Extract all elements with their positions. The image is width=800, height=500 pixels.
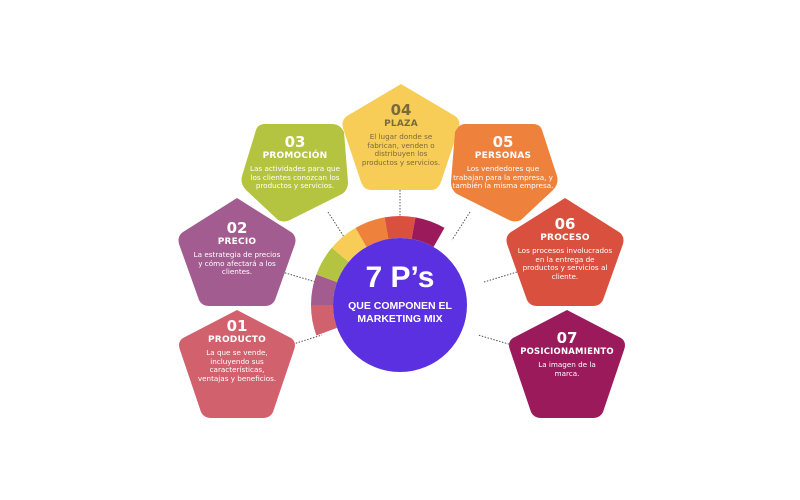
center-subtitle-line2: MARKETING MIX (357, 313, 443, 325)
pentagon-shape (179, 310, 295, 418)
item-number: 02 (226, 219, 248, 237)
pentagon-shape (342, 84, 460, 190)
item-description: La estrategia de precios y cómo afectará… (193, 250, 281, 277)
pentagon-shape (506, 198, 624, 306)
pentagon-shape (178, 198, 296, 306)
item-description: La imagen de la marca. (538, 360, 596, 378)
item-number: 03 (284, 133, 306, 151)
item-number: 07 (556, 329, 578, 347)
item-title: PERSONAS (474, 151, 532, 161)
item-title: PRECIO (217, 237, 257, 247)
item-number: 05 (492, 133, 514, 151)
item-title: POSICIONAMIENTO (520, 347, 614, 357)
item-title: PLAZA (384, 119, 418, 129)
ring-segment-02 (311, 274, 338, 305)
ring-segment-05 (355, 217, 389, 247)
pentagon-shape (451, 124, 558, 222)
p-card-posicionamiento: 07 POSICIONAMIENTO La imagen de la marca… (507, 308, 627, 420)
p-card-precio: 02 PRECIO La estrategia de precios y cóm… (177, 196, 297, 308)
item-title: PROMOCIÓN (262, 151, 328, 161)
ring-segment-01 (311, 305, 338, 336)
item-title: PRODUCTO (208, 335, 266, 345)
item-title: PROCESO (540, 233, 590, 243)
item-description: Los vendedores que trabajan para la empr… (452, 164, 554, 191)
item-number: 01 (226, 317, 248, 335)
item-description: Las actividades para que los clientes co… (250, 164, 340, 191)
item-description: La que se vende, incluyendo sus caracter… (197, 348, 277, 383)
ring-segment-06 (384, 216, 416, 240)
p-card-promocion: 03 PROMOCIÓN Las actividades para que lo… (240, 122, 350, 234)
item-number: 06 (554, 215, 576, 233)
center-circle (333, 238, 467, 372)
p-card-plaza: 04 PLAZA El lugar donde se fabrican, ven… (341, 82, 461, 194)
ring-segment-07 (411, 217, 445, 247)
center-subtitle: QUE COMPONEN EL MARKETING MIX (333, 300, 467, 326)
p-card-proceso: 06 PROCESO Los procesos involucrados en … (505, 196, 625, 308)
ring-segment-04 (331, 227, 367, 262)
ring-segment-03 (316, 247, 349, 283)
center-title: 7 P’s (365, 261, 435, 294)
p-card-personas: 05 PERSONAS Los vendedores que trabajan … (447, 122, 559, 234)
pentagon-shape (509, 310, 625, 418)
item-description: Los procesos involucrados en la entrega … (517, 246, 613, 281)
p-card-producto: 01 PRODUCTO La que se vende, incluyendo … (177, 308, 297, 420)
connector-lines (281, 190, 518, 346)
item-number: 04 (390, 101, 412, 119)
pentagon-shape (241, 124, 348, 222)
item-description: El lugar donde se fabrican, venden o dis… (361, 132, 441, 167)
center-subtitle-line1: QUE COMPONEN EL (348, 300, 452, 312)
color-ring (311, 216, 445, 336)
